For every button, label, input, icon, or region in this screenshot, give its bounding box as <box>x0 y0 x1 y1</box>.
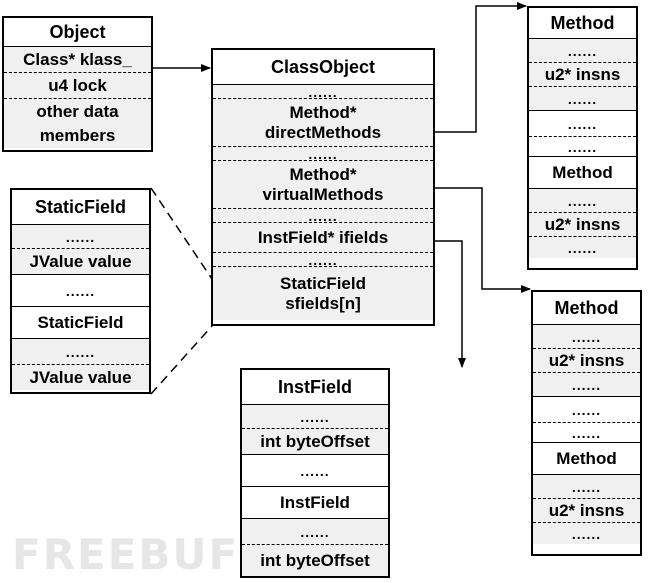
method-dots: ...... <box>533 474 640 498</box>
sfields-type: StaticField <box>280 273 366 293</box>
virtual-methods-name: virtualMethods <box>262 184 384 204</box>
virtual-methods-arrow <box>435 187 531 293</box>
inst-field-gap-dots: ...... <box>242 454 388 486</box>
method-dots: ...... <box>533 324 640 348</box>
inst-field-offset: int byteOffset <box>242 428 388 454</box>
method-dots: ...... <box>529 236 636 258</box>
static-field-array-box: StaticField ...... JValue value ...... S… <box>10 188 151 394</box>
method-title: Method <box>529 8 636 38</box>
method-gap-dots: ...... <box>533 396 640 422</box>
method-insns: u2* insns <box>529 62 636 86</box>
object-field-lock: u4 lock <box>4 72 151 98</box>
method-insns: u2* insns <box>533 348 640 372</box>
object-struct-box: Object Class* klass_ u4 lock other data … <box>2 16 153 152</box>
object-field-members: members <box>4 124 151 148</box>
method-title: Method <box>533 442 640 474</box>
sfields-name: sfields[n] <box>285 293 361 313</box>
static-field-gap-dots: ...... <box>12 274 149 306</box>
class-object-dots-1: ...... <box>213 84 433 99</box>
freebuf-watermark: FREEBUF <box>12 530 240 579</box>
inst-field-title: InstField <box>242 370 388 404</box>
direct-methods-name: directMethods <box>264 122 382 142</box>
class-object-dots-4: ...... <box>213 252 433 267</box>
class-object-sfields: StaticField sfields[n] <box>213 266 433 320</box>
method-gap-dots: ...... <box>529 136 636 156</box>
object-field-klass: Class* klass_ <box>4 46 151 72</box>
static-field-title: StaticField <box>12 306 149 338</box>
class-object-ifields: InstField* ifields <box>213 222 433 252</box>
inst-field-offset: int byteOffset <box>242 544 388 576</box>
static-field-value: JValue value <box>12 248 149 274</box>
inst-field-dots: ...... <box>242 518 388 544</box>
class-object-title: ClassObject <box>213 50 433 84</box>
method-insns: u2* insns <box>533 498 640 522</box>
virtual-methods-type: Method* <box>289 164 357 184</box>
method-dots: ...... <box>533 372 640 396</box>
class-object-dots-3: ...... <box>213 208 433 223</box>
object-field-other-data: other data <box>4 98 151 124</box>
object-title: Object <box>4 18 151 46</box>
static-field-title: StaticField <box>12 190 149 224</box>
static-field-dots: ...... <box>12 338 149 364</box>
inst-field-title: InstField <box>242 486 388 518</box>
direct-methods-arrow <box>435 2 527 133</box>
method-dots: ...... <box>529 188 636 212</box>
static-field-value: JValue value <box>12 364 149 390</box>
method-insns: u2* insns <box>529 212 636 236</box>
method-array-box-1: Method ...... u2* insns ...... ...... ..… <box>527 6 638 270</box>
direct-methods-type: Method* <box>289 102 357 122</box>
class-object-struct-box: ClassObject ...... Method* directMethods… <box>211 48 435 326</box>
inst-field-dots: ...... <box>242 404 388 428</box>
method-dots: ...... <box>529 86 636 110</box>
class-object-virtual-methods: Method* virtualMethods <box>213 160 433 208</box>
method-dots: ...... <box>529 38 636 62</box>
class-object-dots-2: ...... <box>213 146 433 161</box>
method-dots: ...... <box>533 522 640 544</box>
inst-field-array-box: InstField ...... int byteOffset ...... I… <box>240 368 390 578</box>
ifields-arrow <box>435 240 466 368</box>
method-title: Method <box>533 292 640 324</box>
method-gap-dots: ...... <box>529 110 636 136</box>
sfields-expand-line-top <box>150 187 213 280</box>
method-title: Method <box>529 156 636 188</box>
class-object-direct-methods: Method* directMethods <box>213 98 433 146</box>
sfields-expand-line-bottom <box>150 325 213 395</box>
method-array-box-2: Method ...... u2* insns ...... ...... ..… <box>531 290 642 556</box>
static-field-dots: ...... <box>12 224 149 248</box>
method-gap-dots: ...... <box>533 422 640 442</box>
